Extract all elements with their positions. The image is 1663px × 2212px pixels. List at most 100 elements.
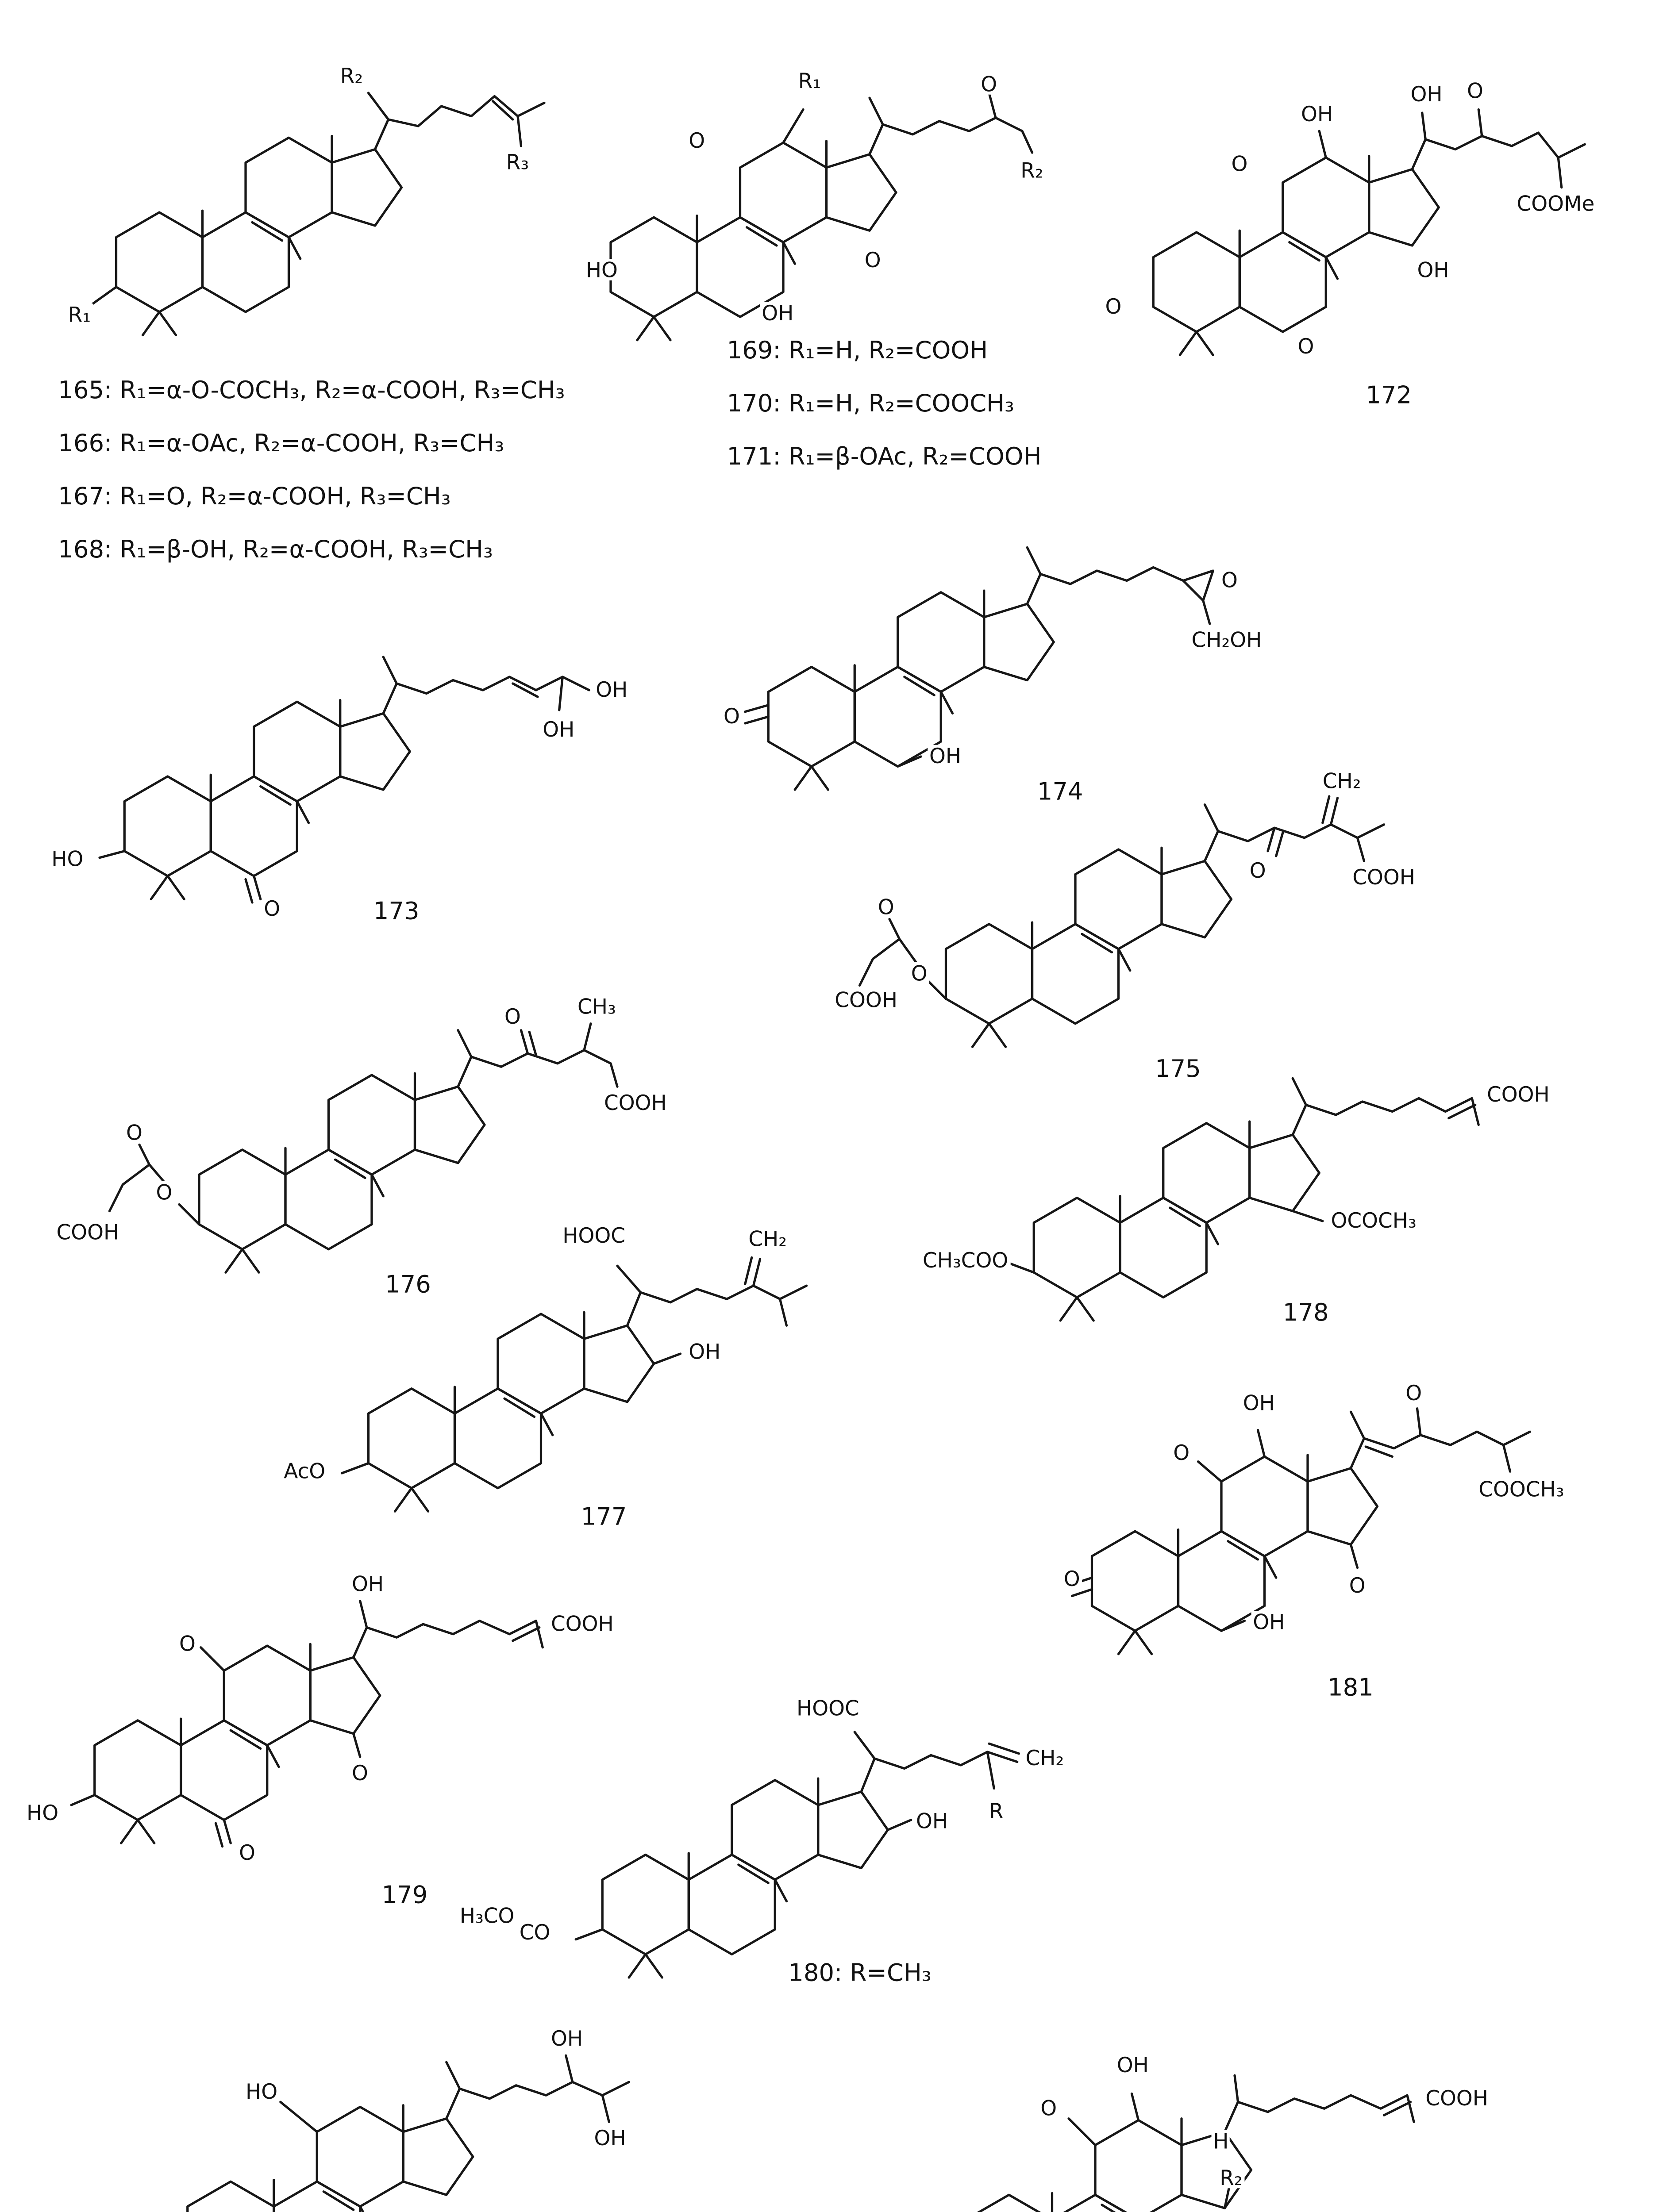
atom-label-oh15: OH: [1415, 259, 1451, 280]
atom-label-o11: O: [687, 129, 707, 151]
atom-label-r1: R₁: [797, 69, 823, 92]
atom-label-oh24: OH: [549, 2027, 585, 2049]
atom-label-oh27: OH: [541, 718, 577, 740]
atom-label-oh12: OH: [1241, 1392, 1277, 1413]
atom-label-aco: AcO: [282, 1460, 327, 1482]
skeleton-184-187: [896, 2074, 1415, 2212]
atom-label-o11: O: [1171, 1441, 1191, 1463]
compound-number-174: 174: [1037, 780, 1083, 806]
structure-178: COOH OCOCH₃ CH₃COO 178: [921, 1020, 1651, 1327]
atom-label-o3: O: [1103, 295, 1124, 317]
skeleton-165-168: [92, 92, 546, 349]
atom-label-oh7: OH: [760, 302, 796, 324]
structure-169-171: R₁ O O R₂ O HO OH: [584, 43, 1082, 329]
atom-label-ch3: CH₃: [576, 995, 618, 1017]
compound-number-181: 181: [1328, 1675, 1374, 1702]
atom-label-o-chain: O: [1465, 80, 1485, 101]
atom-label-h17: H: [1211, 2130, 1231, 2152]
atom-label-o-ester: O: [154, 1181, 174, 1203]
skeleton-178: [1006, 1077, 1480, 1327]
atom-label-o-chain: O: [979, 73, 999, 95]
atom-label-r3: R₃: [504, 151, 531, 173]
atom-label-oh25: OH: [592, 2127, 628, 2149]
legend-line-169: 169: R₁=H, R₂=COOH: [727, 338, 988, 365]
atom-label-r: R: [987, 1800, 1005, 1822]
structure-181: OH O O COOCH₃ O OH O 181: [1062, 1369, 1659, 1701]
structure-177: HOOC CH₂ OH AcO 177: [282, 1194, 871, 1530]
structure-180: HOOC CH₂ OH R H₃CO CO 180: R=CH₃: [440, 1667, 1104, 1991]
atom-label-ococh3: OCOCH₃: [1329, 1209, 1418, 1231]
atom-label-ch2oh: CH₂OH: [1190, 629, 1264, 650]
legend-line-166: 166: R₁=α-OAc, R₂=α-COOH, R₃=CH₃: [58, 431, 504, 458]
structure-175: CH₂ O COOH O O COOH 175: [830, 730, 1477, 1082]
atom-label-o-chain: O: [503, 1005, 523, 1027]
atom-label-r2: R₂: [339, 65, 365, 86]
atom-label-oh26: OH: [594, 678, 630, 700]
legend-line-165: 165: R₁=α-O-COCH₃, R₂=α-COOH, R₃=CH₃: [58, 378, 565, 405]
skeleton-180: [574, 1731, 1020, 1991]
atom-label-oh16: OH: [687, 1340, 723, 1362]
atom-label-o3: O: [1062, 1567, 1082, 1590]
atom-label-o7: O: [237, 1841, 257, 1863]
legend-line-168: 168: R₁=β-OH, R₂=α-COOH, R₃=CH₃: [58, 538, 493, 564]
atom-label-ch2: CH₂: [747, 1228, 789, 1249]
atom-label-ho3: HO: [50, 848, 85, 869]
skeleton-177: [340, 1256, 808, 1526]
atom-label-coome: COOMe: [1515, 192, 1597, 214]
atom-label-cooh-malonyl: COOH: [54, 1221, 121, 1243]
atom-label-oh7: OH: [1251, 1611, 1287, 1632]
atom-label-cooh-chain: COOH: [1351, 866, 1417, 888]
atom-label-cooh-chain: COOH: [602, 1091, 669, 1114]
atom-label-o3: O: [722, 705, 742, 727]
atom-label-o11: O: [1039, 2097, 1059, 2119]
structure-172: OH OH O O COOMe O OH O 172: [1087, 70, 1659, 410]
atom-label-o7: O: [1296, 335, 1316, 357]
atom-label-o-chain: O: [1248, 859, 1268, 881]
atom-label-o-epoxide: O: [1220, 569, 1240, 591]
atom-label-co: CO: [518, 1921, 552, 1943]
skeleton-174: [744, 546, 1214, 805]
atom-label-oh16: OH: [914, 1810, 950, 1832]
atom-label-ho3: HO: [584, 259, 620, 280]
atom-label-oh20: OH: [350, 1573, 385, 1594]
atom-label-ch2: CH₂: [1024, 1747, 1066, 1769]
compound-number-179: 179: [381, 1883, 428, 1910]
legend-165-168: 165: R₁=α-O-COCH₃, R₂=α-COOH, R₃=CH₃ 166…: [58, 365, 565, 577]
legend-line-171: 171: R₁=β-OAc, R₂=COOH: [727, 445, 1042, 471]
compound-number-172: 172: [1366, 383, 1412, 410]
compound-number-178: 178: [1282, 1301, 1329, 1327]
atom-label-r2: R₂: [1019, 159, 1045, 181]
skeleton-182: [91, 2054, 630, 2212]
legend-169-171: 169: R₁=H, R₂=COOH 170: R₁=H, R₂=COOCH₃ …: [727, 325, 1042, 484]
atom-label-o11: O: [1229, 153, 1250, 174]
legend-line-170: 170: R₁=H, R₂=COOCH₃: [727, 392, 1014, 418]
atom-label-oh20: OH: [1409, 83, 1444, 105]
atom-label-h3co: H₃CO: [458, 1905, 516, 1926]
skeleton-169-171: [584, 92, 1034, 329]
compound-number-180: 180: R=CH₃: [788, 1961, 932, 1988]
atom-label-cooh-malonyl: COOH: [833, 989, 899, 1010]
skeleton-181: [1070, 1407, 1532, 1701]
atom-label-cooh: COOH: [549, 1613, 616, 1634]
atom-label-r1: R₁: [66, 303, 92, 325]
atom-label-hooc: HOOC: [795, 1697, 861, 1719]
compound-number-175: 175: [1155, 1056, 1201, 1083]
compound-number-176: 176: [385, 1272, 431, 1299]
atom-label-cooch3: COOCH₃: [1477, 1478, 1566, 1500]
structure-165-168: R₂ R₃ R₁: [66, 42, 614, 349]
atom-label-ho11: HO: [244, 2080, 279, 2102]
atom-label-cooh: COOH: [1485, 1083, 1551, 1105]
atom-label-oh12: OH: [1115, 2054, 1151, 2076]
atom-label-cooh: COOH: [1424, 2087, 1490, 2109]
atom-label-ch3coo: CH₃COO: [921, 1249, 1010, 1271]
compound-number-173: 173: [373, 899, 420, 926]
atom-label-o-chain: O: [1404, 1382, 1424, 1404]
atom-label-ho3: HO: [25, 1801, 60, 1824]
compound-number-177: 177: [581, 1505, 627, 1532]
atom-label-o-carbonyl: O: [876, 896, 896, 918]
atom-label-o11: O: [177, 1632, 197, 1654]
skeleton-173: [98, 656, 590, 904]
legend-line-167: 167: R₁=O, R₂=α-COOH, R₃=CH₃: [58, 484, 451, 511]
structure-174: O CH₂OH O OH 174: [722, 489, 1303, 805]
